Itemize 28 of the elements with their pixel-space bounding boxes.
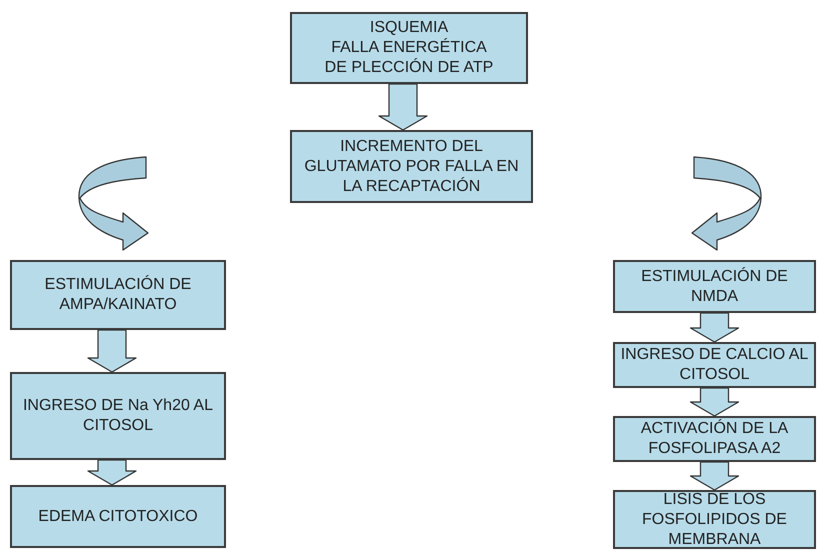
box-text: EDEMA CITOTOXICO <box>37 506 199 526</box>
box-text: ISQUEMIA <box>368 18 450 38</box>
block-arrow <box>690 461 740 491</box>
process-box <box>10 485 226 548</box>
box-text: ESTIMULACIÓN DE NMDA <box>640 266 789 306</box>
block-arrow <box>87 459 137 486</box>
process-box <box>613 490 816 549</box>
block-arrow <box>87 329 137 373</box>
process-box <box>10 372 226 460</box>
process-box <box>613 260 816 313</box>
process-box <box>613 416 816 462</box>
block-arrow <box>690 312 740 343</box>
block-arrow <box>378 83 428 131</box>
process-box <box>613 342 816 388</box>
box-text: DE PLECCIÓN DE ATP <box>324 58 494 78</box>
process-box <box>10 260 226 330</box>
block-arrow <box>690 387 740 417</box>
box-text: ACTIVACIÓN DE LA FOSFOLIPASA A2 <box>640 419 790 459</box>
curved-arrow <box>78 156 149 251</box>
box-text: INGRESO DE CALCIO AL CITOSOL <box>620 345 810 385</box>
box-text: FALLA ENERGÉTICA <box>330 38 488 58</box>
box-text: INCREMENTO DEL GLUTAMATO POR FALLA EN LA RECAPTACIÓN <box>303 136 520 196</box>
box-text: ESTIMULACIÓN DE AMPA/KAINATO <box>44 275 192 315</box>
box-text: INGRESO DE Na Yh20 AL CITOSOL <box>22 396 214 436</box>
curved-arrow <box>691 156 762 251</box>
process-box <box>290 12 528 84</box>
process-box <box>290 130 533 203</box>
box-text: LISIS DE LOS FOSFOLIPIDOS DE MEMBRANA <box>641 490 788 550</box>
